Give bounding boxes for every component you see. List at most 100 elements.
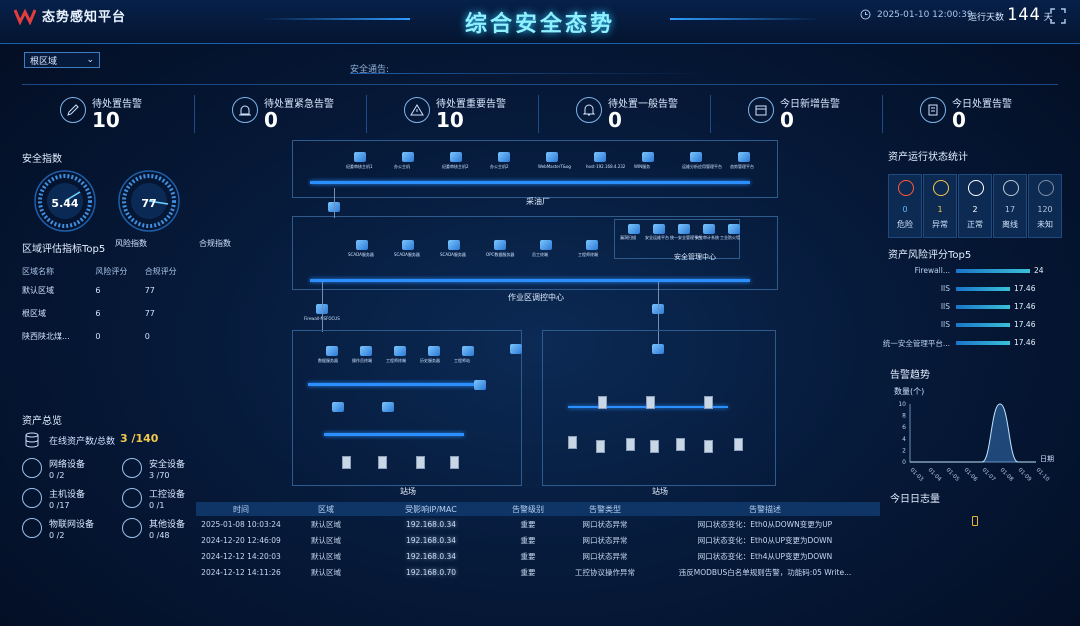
topology-node[interactable]: [678, 224, 690, 234]
topology-node[interactable]: [326, 346, 338, 356]
topology-node[interactable]: [394, 346, 406, 356]
zone-station-2-label: 站场: [652, 487, 668, 496]
topology-node[interactable]: [498, 152, 510, 162]
stat-today-handled[interactable]: 今日处置告警 0: [920, 91, 1080, 137]
topology-node[interactable]: [703, 224, 715, 234]
topology-node[interactable]: [356, 240, 368, 250]
topology-node[interactable]: [354, 152, 366, 162]
stat-value: 0: [264, 108, 278, 132]
topology-node[interactable]: [738, 152, 750, 162]
stat-today-new[interactable]: 今日新增告警 0: [748, 91, 918, 137]
asset-host[interactable]: 主机设备 0 /17: [22, 486, 102, 514]
risk-score: 6: [95, 309, 101, 318]
alert-table: 时间 区域 受影响IP/MAC 告警级别 告警类型 告警描述 2025-01-0…: [196, 502, 880, 580]
topology-node[interactable]: [428, 346, 440, 356]
field-device[interactable]: [676, 438, 685, 451]
risk-score: 0: [95, 332, 101, 341]
risk-row[interactable]: Firewall...24: [888, 266, 1063, 278]
network-icon: [22, 458, 42, 478]
topology-node[interactable]: [402, 152, 414, 162]
shield-icon: [122, 458, 142, 478]
siren-icon: [232, 97, 258, 123]
plc-device[interactable]: [450, 456, 459, 469]
topology-node-label: 工程师站: [454, 358, 470, 363]
stat-label: 待处置紧急告警: [264, 99, 334, 110]
topology-node[interactable]: [594, 152, 606, 162]
rtu-device[interactable]: [704, 396, 713, 409]
topology-node[interactable]: [653, 224, 665, 234]
field-device[interactable]: [596, 440, 605, 453]
x-tick-label: 01-09: [1017, 467, 1033, 483]
rtu-device[interactable]: [646, 396, 655, 409]
plc-device[interactable]: [416, 456, 425, 469]
topology-node[interactable]: [450, 152, 462, 162]
asset-other[interactable]: 其他设备 0 /48: [122, 516, 202, 544]
asset-security[interactable]: 安全设备 3 /70: [122, 456, 202, 484]
alert-ip: 192.168.0.70: [405, 567, 457, 577]
table-row[interactable]: 根区域 6 77: [22, 302, 194, 325]
topology-node[interactable]: [546, 152, 558, 162]
divider: [710, 95, 711, 133]
server-node[interactable]: [510, 344, 522, 354]
asset-overview-panel: 资产总览 在线资产数/总数 3 /140 网络设备 0 /2 安全设备 3 /7…: [22, 412, 194, 552]
asset-plc[interactable]: 工控设备 0 /1: [122, 486, 202, 514]
topology-node[interactable]: [728, 224, 740, 234]
topology-node-label: 安全运维平台: [645, 235, 669, 240]
logo-icon: [14, 8, 36, 25]
field-device[interactable]: [704, 440, 713, 453]
switch-node[interactable]: [474, 380, 486, 390]
risk-asset-name: Firewall...: [914, 266, 950, 275]
topology-node[interactable]: [462, 346, 474, 356]
stat-pending-important[interactable]: 待处置重要告警 10: [404, 91, 574, 137]
topology-node[interactable]: [628, 224, 640, 234]
asset-iot[interactable]: 物联网设备 0 /2: [22, 516, 102, 544]
topology-node[interactable]: [494, 240, 506, 250]
table-row[interactable]: 陕西陕北煤... 0 0: [22, 325, 194, 348]
fullscreen-icon[interactable]: [1050, 8, 1066, 24]
switch-node[interactable]: [382, 402, 394, 412]
field-device[interactable]: [650, 440, 659, 453]
topology-node[interactable]: [690, 152, 702, 162]
plc-device[interactable]: [342, 456, 351, 469]
run-days-value: 144: [1007, 5, 1041, 25]
stat-pending-alerts[interactable]: 待处置告警 10: [60, 91, 230, 137]
field-device[interactable]: [734, 438, 743, 451]
status-icon: [898, 180, 914, 196]
stat-pending-general[interactable]: 待处置一般告警 0: [576, 91, 746, 137]
region-select[interactable]: 根区域 ⌄: [24, 52, 100, 68]
switch-node[interactable]: [332, 402, 344, 412]
topology-node[interactable]: [586, 240, 598, 250]
topology-node[interactable]: [448, 240, 460, 250]
field-device[interactable]: [568, 436, 577, 449]
stat-pending-urgent[interactable]: 待处置紧急告警 0: [232, 91, 402, 137]
plc-device[interactable]: [378, 456, 387, 469]
risk-row[interactable]: 统一安全管理平台...17.46: [883, 338, 1063, 350]
column-header: 告警级别: [496, 502, 560, 516]
topology-node[interactable]: [642, 152, 654, 162]
topology-node[interactable]: [540, 240, 552, 250]
field-device[interactable]: [626, 438, 635, 451]
compliance-gauge-needle: [148, 200, 169, 205]
table-row[interactable]: 默认区域 6 77: [22, 279, 194, 302]
alert-ip: 192.168.0.34: [405, 551, 457, 561]
switch-node[interactable]: [652, 344, 664, 354]
topology-node[interactable]: [360, 346, 372, 356]
topology-node[interactable]: [402, 240, 414, 250]
rtu-device[interactable]: [598, 396, 607, 409]
status-icon: [1038, 180, 1054, 196]
asset-network[interactable]: 网络设备 0 /2: [22, 456, 102, 484]
status-value: 0: [902, 205, 908, 214]
